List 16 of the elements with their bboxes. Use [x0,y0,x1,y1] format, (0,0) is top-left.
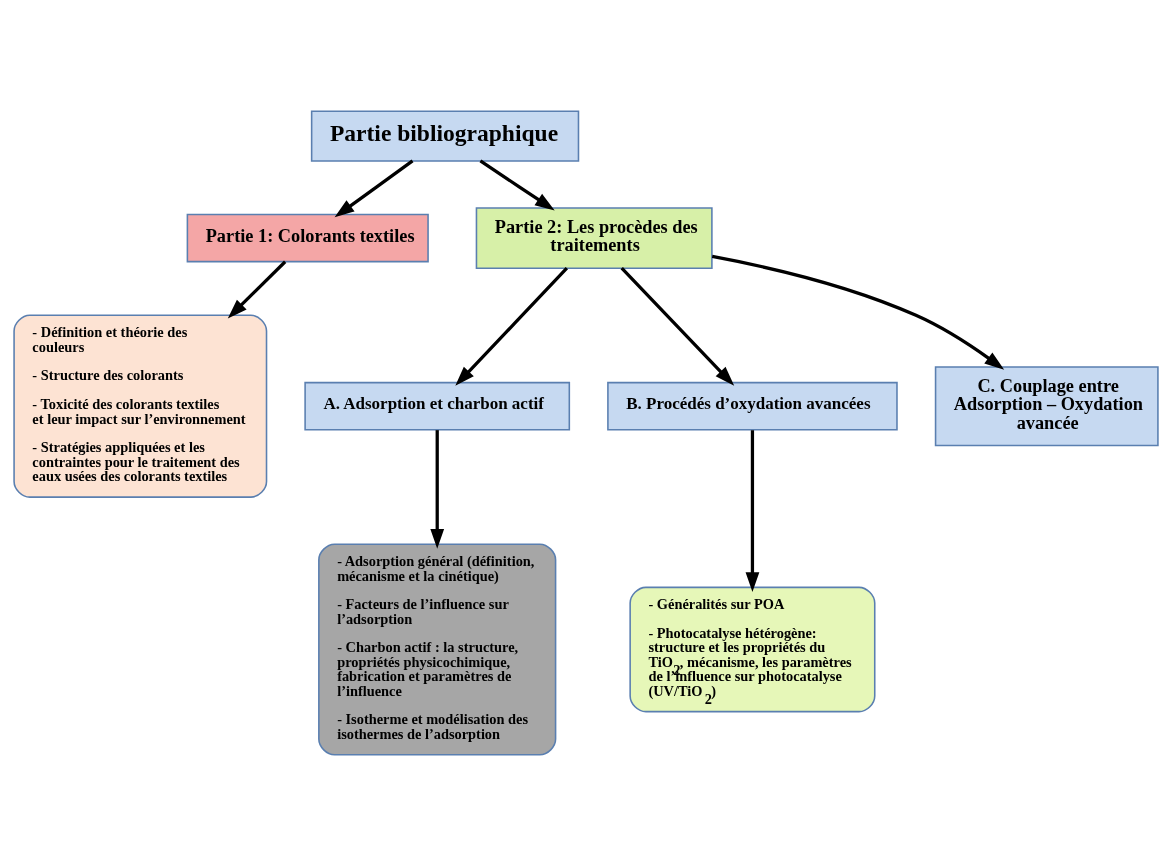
node-box: Partie 2: Les procèdes des traitements [475,207,713,269]
node-box: Partie bibliographique [310,110,580,162]
arrow [227,260,287,319]
arrow [711,254,1005,370]
arrow [455,267,569,386]
arrow [479,159,555,211]
arrow [620,267,735,386]
arrow [334,159,414,218]
node-box: Partie 1: Colorants textiles [186,213,429,263]
arrow [430,430,445,549]
node-box: - Adsorption général (définition, mécanisme et la cinétique) - Facteurs de l’influence sur l’adsorption - Charbon actif : la structure, propriétés physicochimique, fabrication et paramètres de l’influence - Isotherme et modélisation des isothermes de l’adsorption [318,543,557,756]
node-box: A. Adsorption et charbon actif [304,381,571,431]
node-box: - Définition et théorie des couleurs - Structure des colorants - Toxicité des colorants textiles et leur impact sur l’environnement - Stratégies appliquées et les contraintes pour le traitement des eaux usées des colorants textiles [13,314,268,498]
arrow [745,430,760,593]
node-box: B. Procédés d’oxydation avancées [607,381,898,431]
node-box: C. Couplage entre Adsorption – Oxydation avancée [934,366,1159,447]
